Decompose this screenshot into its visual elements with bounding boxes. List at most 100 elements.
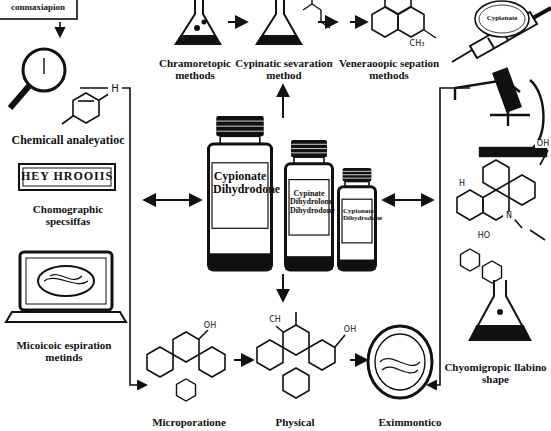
magnifier-icon [10,49,65,108]
syringe-icon [533,8,551,18]
arrow [282,86,284,118]
bottle-cap [343,178,372,179]
arrow [350,359,366,361]
chemical-symbol: HO [474,232,494,240]
molecule-structure [295,312,297,325]
bottle-cap [216,116,264,136]
bottle-label-text: Cypinate Dihydrolone Dihydrodone [290,190,328,215]
chemical-symbol: OH [340,326,360,334]
molecule-structure [509,175,535,205]
laptop-icon [6,312,126,322]
node-text: HEY HROOIIS [18,170,116,183]
bottle-label [212,163,268,229]
panel-caption: Microporatione [136,417,242,429]
bottle-cap [216,121,264,122]
bottle-body [339,187,376,270]
medicine-bottle: Cypionate Dihydrodone [207,116,273,272]
flask-icon [195,26,199,30]
flask-icon [470,280,530,340]
molecule-structure [424,30,436,38]
flask-icon [176,0,301,44]
flask-icon [470,326,530,340]
molecule-structure [483,160,509,190]
flask-icon [498,310,502,314]
molecule-structure [62,116,73,124]
molecule-structure [335,335,345,347]
bottle-cap [291,140,327,157]
flask-icon [203,21,206,24]
laptop-icon [6,252,126,322]
molecule-structure [530,230,545,240]
magnifier-icon [23,49,65,91]
arrow [145,199,200,201]
molecule-structure [257,340,283,370]
bottle-label [342,199,372,243]
bottle-label-text: Cypionate Dihydrodone [213,170,267,195]
panel-caption: Chemicall analeyatioc [0,134,136,147]
molecule-structure [173,332,199,362]
method-caption: Chramoretopic methods [140,58,250,81]
microscope-icon [455,69,546,156]
flask-icon [176,0,220,44]
panel-caption: Micoicoic espiration metinds [8,340,120,363]
laptop-icon [20,252,112,310]
molecule-structure [276,326,283,332]
molecule-structure [147,347,173,377]
petri-dish-icon [368,326,432,398]
magnifier-icon [10,86,29,108]
microscope-icon [507,112,509,126]
microscope-icon [494,69,521,111]
banner-outline [19,164,115,190]
laptop-icon [44,278,88,283]
bottle-cap [216,126,264,127]
molecule-structure [199,347,225,377]
bottle-base [286,256,333,270]
arrow [228,21,246,23]
flask-icon [470,280,530,340]
bottle-cap [343,171,372,172]
panel-caption: Chyomigropic llabino shape [440,362,551,385]
magnifier-icon [43,58,44,74]
chemical-symbol: OH [535,140,551,148]
frame-line [428,88,470,385]
flask-icon [176,36,220,44]
molecule-structure [283,325,309,355]
method-caption: Cypinatic sevaration method [229,58,339,81]
node-text: conmaxiapion [0,3,78,12]
petri-dish-icon [368,326,432,398]
frame-line [60,22,470,385]
panel-caption: Physical [255,417,335,429]
chemical-symbol: CH₃ [404,40,430,48]
bottle-label [289,180,329,235]
microscope-icon [480,148,546,156]
bottle-cap [291,148,327,149]
molecule-structure [540,150,548,165]
molecule-structure [177,379,196,401]
chemical-symbol: OH [200,322,220,330]
medicine-bottle: Cypinate Dihydrolone Dihydrodone [284,140,334,272]
laptop-icon [50,275,82,280]
molecule-structure [303,0,436,38]
molecule-structure [311,0,312,4]
bottle-cap [343,174,372,175]
box-outline [0,0,77,19]
molecule-structure [78,100,94,102]
title-banner: HEY HROOIIS [18,163,116,191]
molecule-structure [199,330,208,339]
arrow [384,199,432,201]
petri-dish-icon [380,359,420,366]
bottle-body [209,144,272,270]
circle-outline [475,1,529,37]
chemical-symbol: H [108,84,122,95]
molecule-structure [457,150,548,283]
flask-icon [257,36,301,44]
bottle-cap [291,144,327,145]
syringe-icon [488,38,494,48]
chemical-symbol: N [503,212,515,220]
molecule-structure [62,92,112,124]
molecule-structure [461,249,480,271]
label-circle: Cypionate [474,0,530,38]
microscope-icon [490,114,530,116]
molecule-structure [147,312,345,401]
